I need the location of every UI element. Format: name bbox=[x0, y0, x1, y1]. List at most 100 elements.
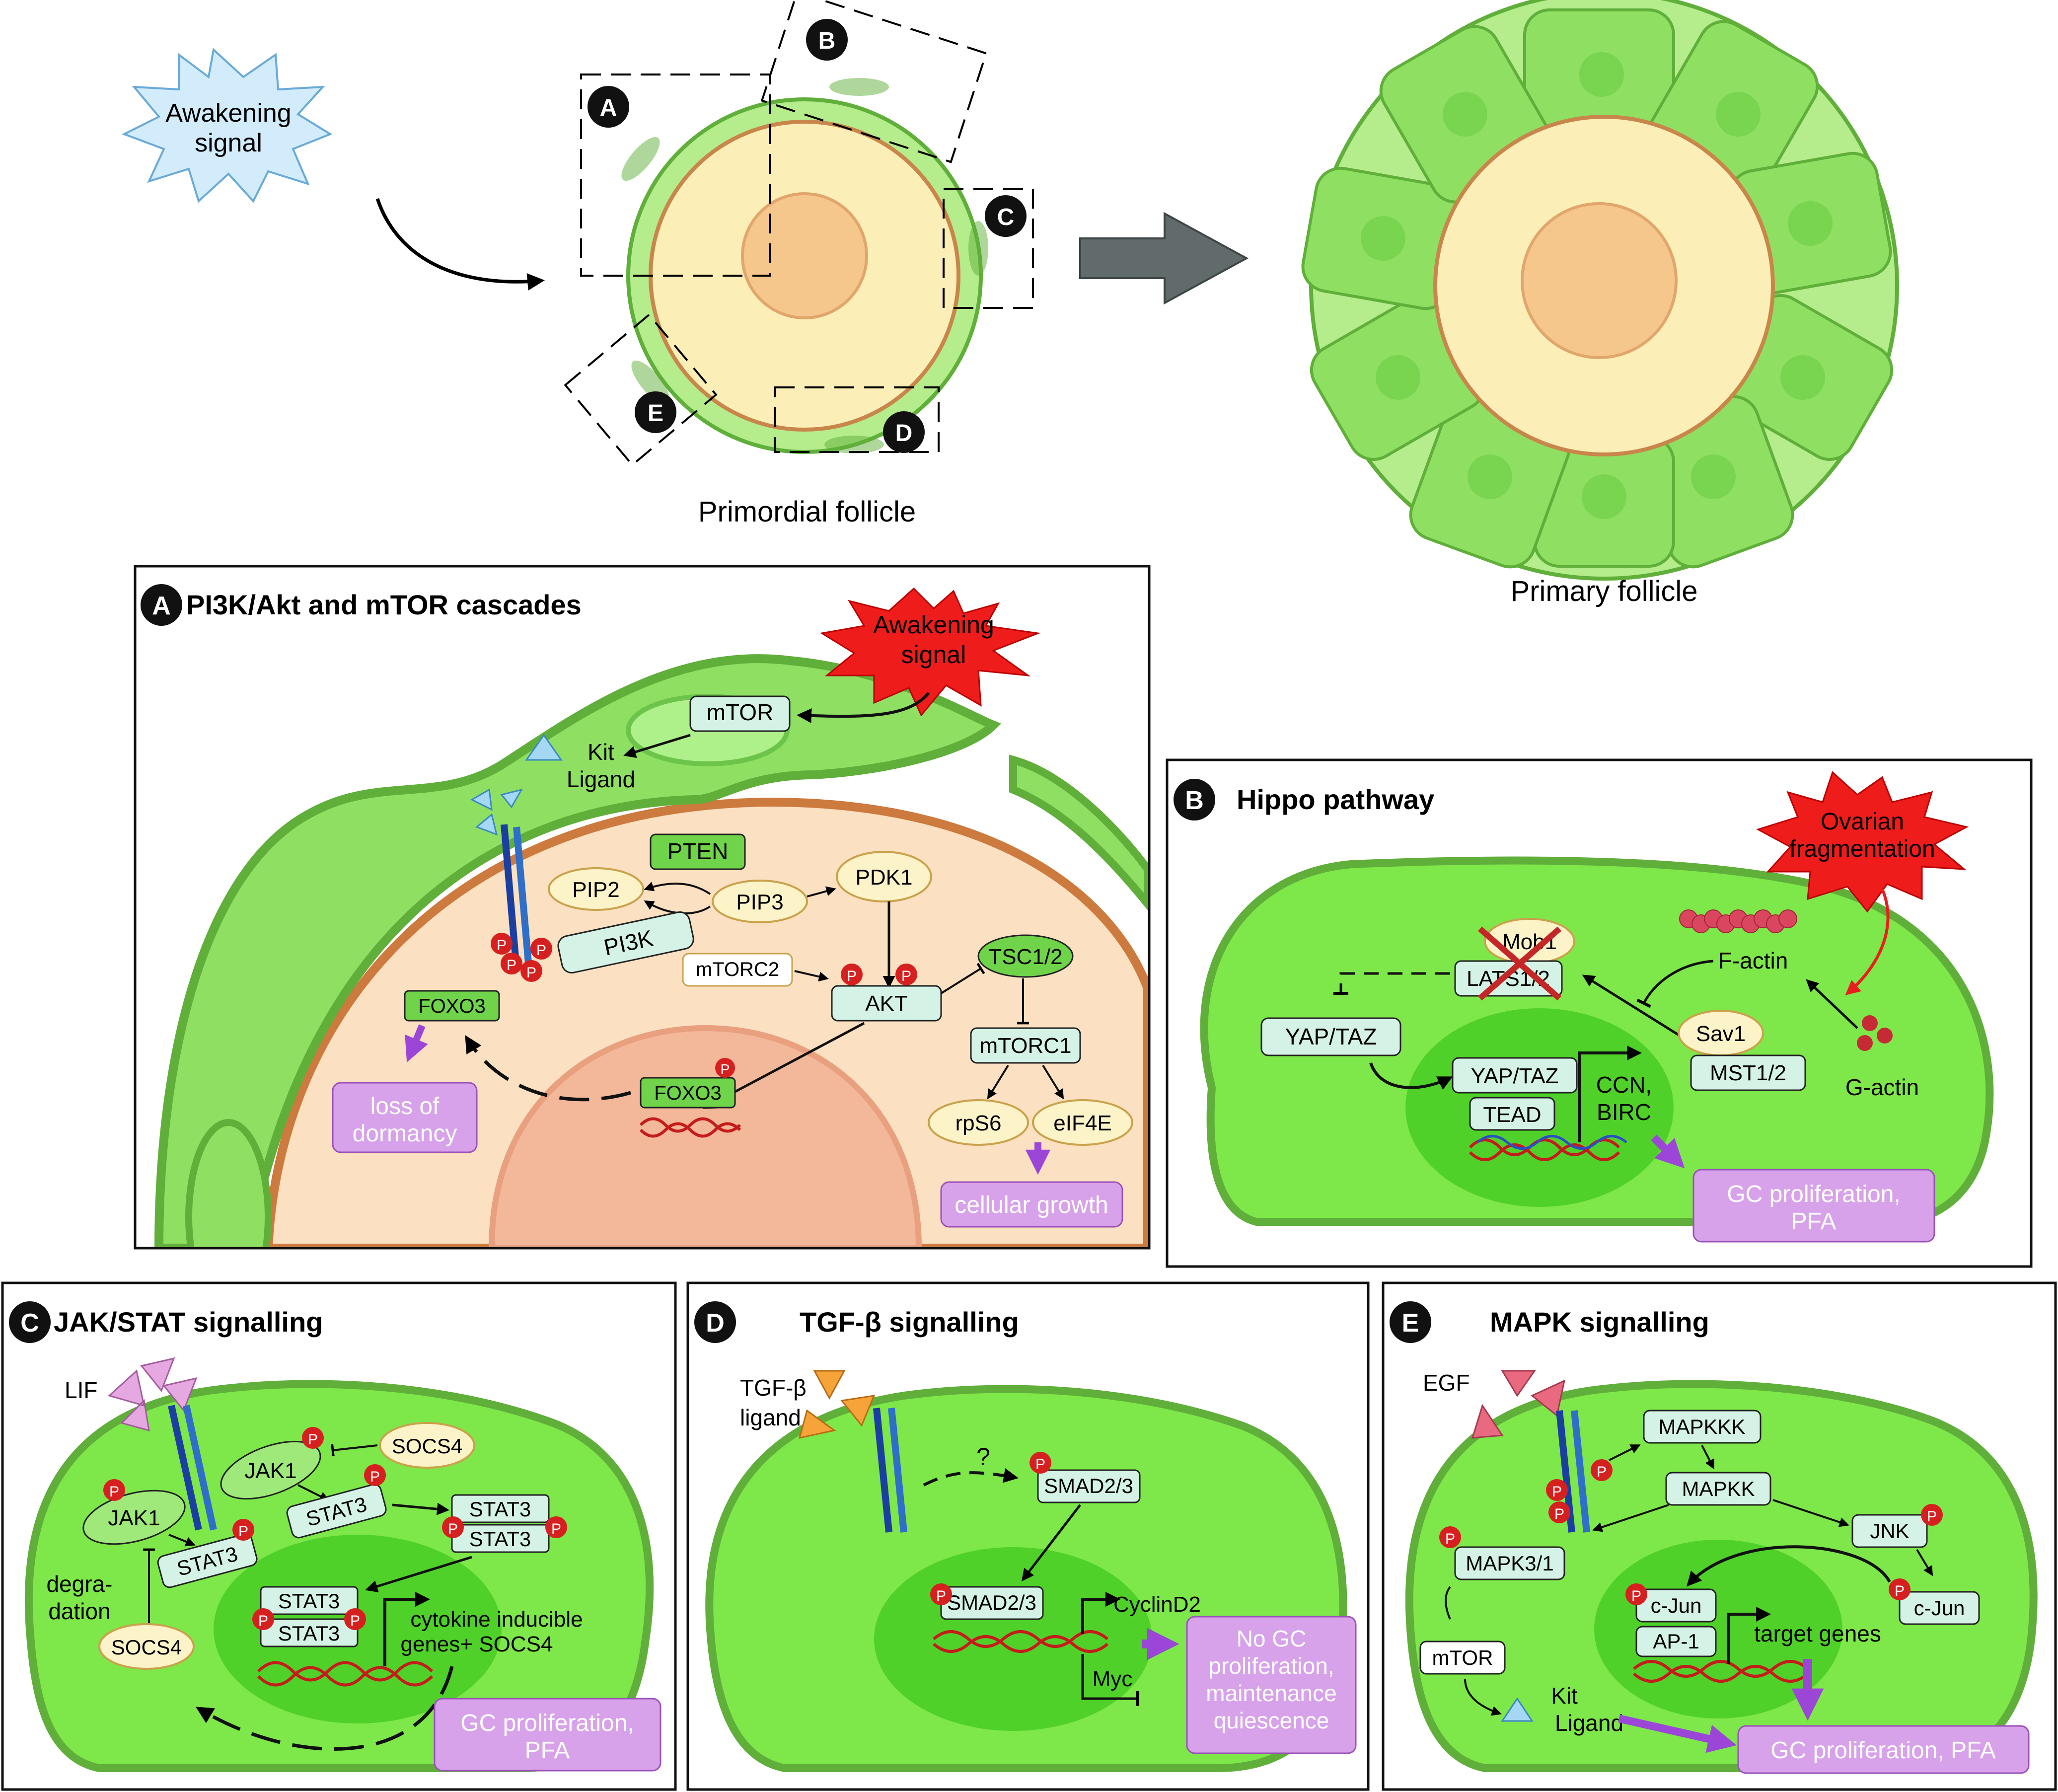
mapk31-to-mtor-line bbox=[1445, 1586, 1451, 1620]
socs4-inhibits-jak1 bbox=[331, 1444, 378, 1457]
svg-text:P: P bbox=[238, 1523, 248, 1540]
lif-receptor-1 bbox=[168, 1405, 202, 1531]
panel-d-title: TGF-β signalling bbox=[800, 1306, 1019, 1338]
stat3-top-phospho bbox=[364, 1464, 386, 1486]
svg-text:P: P bbox=[370, 1469, 380, 1485]
svg-text:GC proliferation,: GC proliferation, bbox=[1727, 1181, 1900, 1207]
degradation-label-2: dation bbox=[48, 1598, 110, 1624]
awakening-signal-star: Awakening signal bbox=[122, 48, 333, 203]
svg-text:c-Jun: c-Jun bbox=[1914, 1596, 1965, 1620]
mtor-node: mTOR bbox=[689, 695, 791, 732]
panel-c-title: JAK/STAT signalling bbox=[54, 1306, 323, 1338]
marker-c: C bbox=[985, 195, 1027, 237]
svg-text:maintenance: maintenance bbox=[1206, 1680, 1336, 1706]
svg-text:MAPKK: MAPKK bbox=[1682, 1477, 1755, 1500]
overview: Awakening signal A B C D E Primordial f bbox=[122, 0, 1899, 607]
primordial-follicle-label: Primordial follicle bbox=[698, 496, 916, 528]
mapk31-phospho bbox=[1439, 1526, 1461, 1548]
panel-a-letter: A bbox=[152, 592, 171, 620]
panel-c-badge bbox=[9, 1301, 51, 1343]
egfr-phospho-2 bbox=[1591, 1459, 1613, 1481]
mtorc2-node: mTORC2 bbox=[682, 953, 793, 987]
mapkkk-node: MAPKKK bbox=[1643, 1410, 1762, 1444]
pip-cycle-arrow-1 bbox=[644, 882, 711, 895]
pip3-to-pdk1-arrow bbox=[807, 886, 836, 897]
jnk-phospho bbox=[1921, 1504, 1943, 1526]
panel-a-badge bbox=[141, 584, 182, 626]
svg-text:P: P bbox=[1552, 1484, 1562, 1500]
svg-text:YAP/TAZ: YAP/TAZ bbox=[1285, 1024, 1377, 1049]
svg-text:SMAD2/3: SMAD2/3 bbox=[1044, 1474, 1133, 1497]
panel-b-title: Hippo pathway bbox=[1237, 784, 1434, 815]
pip2-node: PIP2 bbox=[548, 867, 644, 911]
akt-inhibits-tsc-arrow bbox=[940, 963, 985, 994]
svg-text:P: P bbox=[1554, 1506, 1564, 1522]
svg-text:STAT3: STAT3 bbox=[278, 1589, 340, 1613]
transcription-arrow-c bbox=[383, 1592, 430, 1666]
jak1-top-node: JAK1 bbox=[220, 1440, 321, 1500]
svg-text:MST1/2: MST1/2 bbox=[1710, 1061, 1786, 1085]
kit-ligand-icon bbox=[525, 734, 563, 761]
mst-node: MST1/2 bbox=[1690, 1054, 1806, 1091]
kit-receptor: P P P P bbox=[470, 788, 552, 982]
panel-a-title: PI3K/Akt and mTOR cascades bbox=[186, 589, 582, 620]
lif-receptor-2 bbox=[183, 1405, 217, 1531]
kit-to-outcome-arrow bbox=[1618, 1715, 1737, 1753]
svg-text:P: P bbox=[507, 957, 516, 973]
stat3-dimerize-arrow bbox=[392, 1502, 449, 1515]
outcome-box-e: GC proliferation, PFA bbox=[1737, 1725, 2030, 1774]
gactin-to-factin-arrow bbox=[1806, 979, 1858, 1029]
svg-text:P: P bbox=[526, 965, 536, 981]
smad-cyto-phospho bbox=[1029, 1452, 1051, 1474]
lats-inhibits-yap bbox=[1333, 972, 1450, 995]
marker-b: B bbox=[806, 19, 848, 61]
cjun-cyto-node: c-Jun bbox=[1899, 1591, 1980, 1625]
mst-to-lats-arrow bbox=[1582, 974, 1685, 1040]
marker-a: A bbox=[588, 86, 629, 128]
cyclind2-label: CyclinD2 bbox=[1113, 1592, 1201, 1617]
svg-text:P: P bbox=[901, 968, 911, 984]
cyclin-transcription-arrow bbox=[1081, 1592, 1120, 1634]
kit-ligand-e-icon bbox=[1501, 1697, 1534, 1722]
egf-receptor-2 bbox=[1571, 1410, 1590, 1533]
tead-node: TEAD bbox=[1469, 1097, 1555, 1131]
egfr-phospho-1 bbox=[1546, 1479, 1568, 1501]
pdk1-node: PDK1 bbox=[836, 851, 932, 902]
svg-text:SMAD2/3: SMAD2/3 bbox=[947, 1591, 1036, 1614]
svg-text:quiescence: quiescence bbox=[1214, 1708, 1329, 1733]
svg-text:P: P bbox=[448, 1521, 458, 1537]
outcome-box-d: No GC proliferation, maintenance quiesce… bbox=[1186, 1616, 1357, 1754]
region-e-box bbox=[564, 313, 718, 466]
kit-e-label-1: Kit bbox=[1551, 1683, 1578, 1709]
foxo3-nuclear-node: FOXO3 bbox=[640, 1077, 736, 1109]
f-actin-chain bbox=[1679, 909, 1797, 933]
panel-e-badge bbox=[1390, 1301, 1431, 1343]
panel-b-letter: B bbox=[1185, 786, 1204, 815]
lif-label: LIF bbox=[65, 1377, 97, 1403]
panel-e: E MAPK signalling EGF P P P MAPKKK MAPKK… bbox=[1382, 1281, 2057, 1791]
transcription-arrow-b bbox=[1578, 1045, 1642, 1142]
svg-text:Sav1: Sav1 bbox=[1696, 1022, 1746, 1046]
yap-import-arrow bbox=[1369, 1062, 1453, 1090]
stat3-dimer-cyto: STAT3 STAT3 bbox=[451, 1494, 550, 1553]
svg-text:PFA: PFA bbox=[525, 1737, 570, 1764]
svg-text:MAPK3/1: MAPK3/1 bbox=[1466, 1552, 1553, 1575]
mtor-to-kit-arrow bbox=[623, 734, 691, 758]
mapkk-to-jnk-arrow bbox=[1772, 1499, 1849, 1527]
mapkk-to-mapk31-arrow bbox=[1592, 1504, 1669, 1532]
tgf-ligand-label-1: TGF-β bbox=[740, 1375, 807, 1401]
stat3-dimer-nuc: STAT3 STAT3 bbox=[260, 1586, 359, 1647]
svg-text:rpS6: rpS6 bbox=[956, 1111, 1002, 1135]
svg-text:PFA: PFA bbox=[1791, 1208, 1837, 1235]
svg-text:YAP/TAZ: YAP/TAZ bbox=[1471, 1064, 1559, 1088]
g-actin-label: G-actin bbox=[1845, 1074, 1919, 1100]
dna-helix-e bbox=[1633, 1660, 1809, 1683]
gc-prolif-arrow-b bbox=[1651, 1134, 1685, 1169]
socs4-feedback-arrow bbox=[195, 1666, 454, 1751]
stat3-import-arrow bbox=[365, 1556, 472, 1593]
svg-text:STAT3: STAT3 bbox=[469, 1497, 531, 1521]
svg-text:c-Jun: c-Jun bbox=[1651, 1594, 1702, 1617]
kit-label-1: Kit bbox=[588, 739, 614, 765]
jak1-left-phospho bbox=[103, 1479, 125, 1501]
